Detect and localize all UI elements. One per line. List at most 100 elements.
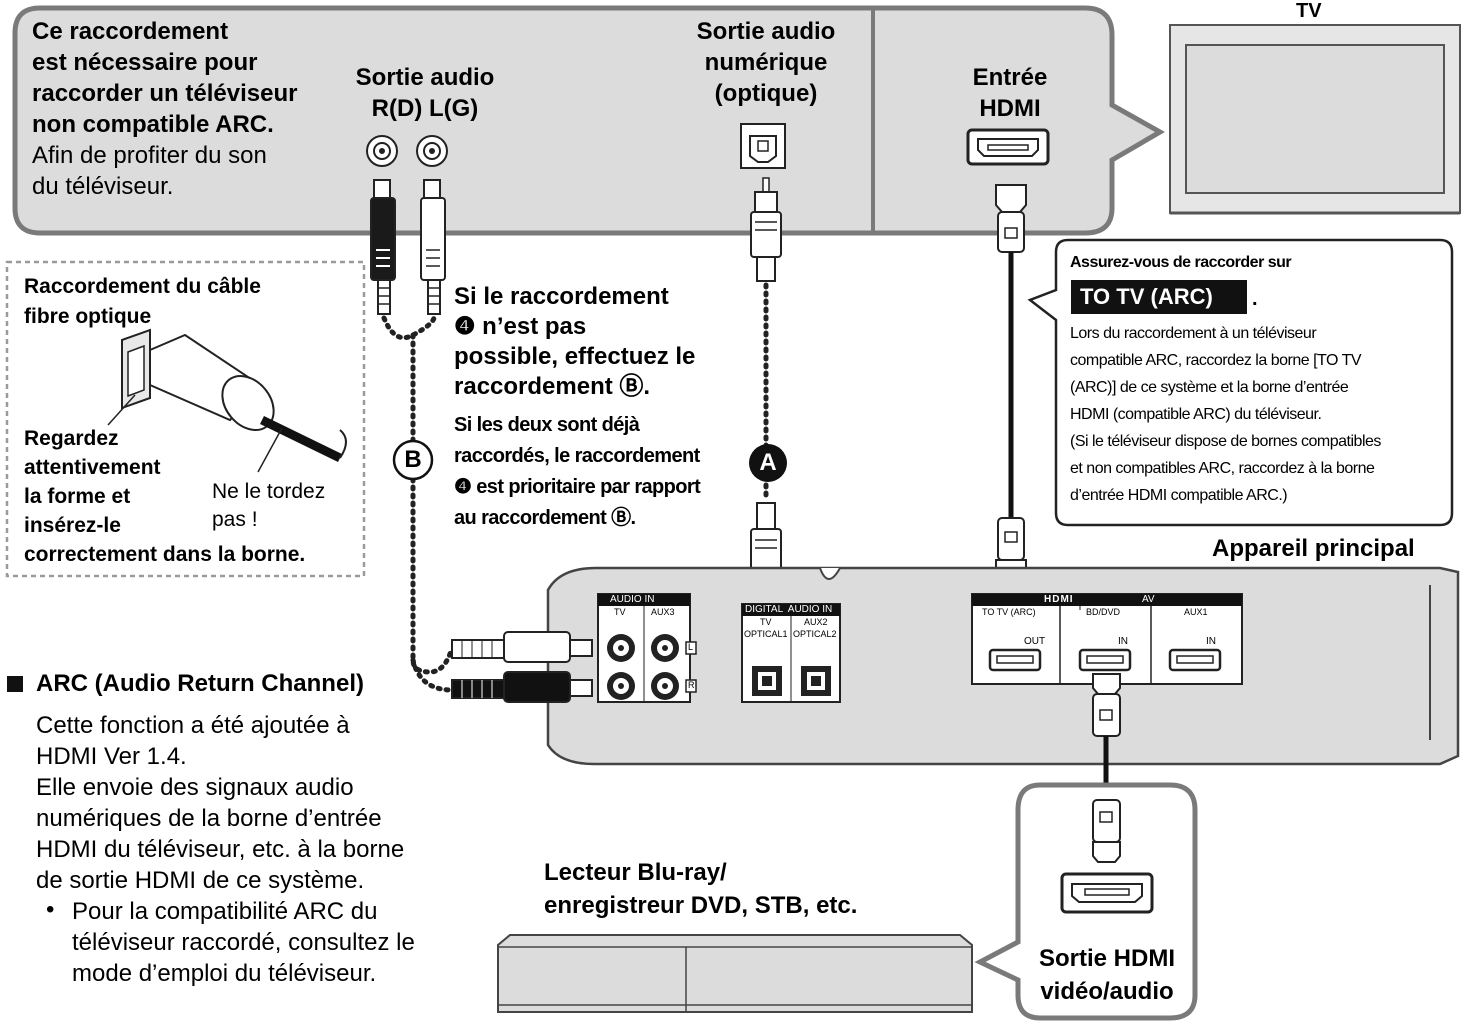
optical-plug-top	[750, 177, 782, 282]
priority-bold: Si le raccordement ❹ n’est pas possible,…	[454, 282, 695, 402]
optical2-label: OPTICAL2	[793, 629, 837, 639]
cable-b-dotted	[381, 315, 455, 693]
digital-aux2-label: AUX2	[804, 617, 828, 627]
arc-need-line-3: raccorder un téléviseur	[32, 80, 298, 107]
hdmi-av-label: AV	[1142, 594, 1155, 605]
arc-need-line-2: est nécessaire pour	[32, 49, 258, 76]
arc-note-line-3: (ARC)] de ce système et la borne d’entré…	[1070, 379, 1349, 396]
tv-label: TV	[1296, 0, 1322, 22]
hdmi-plug-tv-side	[995, 184, 1027, 253]
arc-section-line-6: de sortie HDMI de ce système.	[36, 867, 365, 894]
arc-section-line-2: HDMI Ver 1.4.	[36, 743, 187, 770]
channel-r-label: R	[688, 680, 695, 690]
fiber-look-1: Regardez	[24, 427, 119, 450]
player-hdmi-port	[1060, 872, 1154, 914]
main-unit-label: Appareil principal	[1212, 535, 1415, 562]
optical-out-line-1: Sortie audio	[696, 18, 836, 45]
optical1-label: OPTICAL1	[744, 629, 788, 639]
arc-section-line-1: Cette fonction a été ajoutée à	[36, 712, 350, 739]
arc-bullet-line-2: téléviseur raccordé, consultez le	[72, 929, 415, 956]
fiber-look-5: correctement dans la borne.	[24, 543, 306, 566]
audio-out-label: Sortie audio R(D) L(G)	[330, 62, 520, 124]
arc-note-line-4: HDMI (compatible ARC) du téléviseur.	[1070, 406, 1322, 423]
audio-in-tv-label: TV	[614, 607, 626, 617]
tv-rca-jacks	[366, 135, 448, 167]
arc-note-line-7: d’entrée HDMI compatible ARC.)	[1070, 487, 1288, 504]
digital-tv-label: TV	[760, 617, 772, 627]
fiber-look: Regardez attentivement la forme et insér…	[24, 424, 305, 569]
marker-a-label: A	[759, 449, 777, 476]
player-hdmi-out-2: vidéo/audio	[1040, 978, 1174, 1005]
priority-cond-4: au raccordement Ⓑ.	[454, 507, 636, 529]
hdmi-in-line-2: HDMI	[979, 95, 1041, 122]
optical-out-line-2: numérique	[704, 49, 828, 76]
rca-plug-black	[370, 179, 396, 315]
arc-need-sub-2: du téléviseur.	[32, 173, 174, 200]
hdmi-plug-bd-top	[1092, 673, 1121, 737]
fiber-twist-1: Ne le tordez	[212, 480, 326, 503]
arc-note-line-1: Lors du raccordement à un téléviseur	[1070, 325, 1317, 342]
fiber-twist-2: pas !	[212, 508, 258, 531]
rca-plug-white	[420, 179, 446, 315]
arc-need-sub-1: Afin de profiter du son	[32, 142, 267, 169]
marker-b	[392, 439, 434, 481]
audio-out-line-1: Sortie audio	[355, 64, 495, 91]
arc-section-line-4: numériques de la borne d’entrée	[36, 805, 382, 832]
to-tv-arc-label: TO TV (ARC)	[982, 607, 1036, 617]
arc-badge-suffix: .	[1252, 288, 1258, 310]
arc-note-line-2: compatible ARC, raccordez la borne [TO T…	[1070, 352, 1362, 369]
hdmi-in-line-1: Entrée	[972, 64, 1048, 91]
tv-set	[1169, 24, 1461, 215]
priority-cond-3: ❹ est prioritaire par rapport	[454, 476, 701, 498]
fiber-look-2: attentivement	[24, 456, 161, 479]
arc-need-line-1: Ce raccordement	[32, 18, 229, 45]
priority-cond-1: Si les deux sont déjà	[454, 414, 640, 436]
arc-bullet-line-3: mode d’emploi du téléviseur.	[72, 960, 377, 987]
fiber-illustration	[107, 328, 347, 473]
arc-need-line-4: non compatible ARC.	[32, 111, 274, 138]
arc-section-body: Cette fonction a été ajoutée à HDMI Ver …	[36, 710, 404, 896]
fiber-box	[5, 260, 366, 578]
arc-bullet-line-1: Pour la compatibilité ARC du	[72, 898, 378, 925]
hdmi-plug-bd-bottom	[1092, 799, 1121, 863]
fiber-look-4: insérez-le	[24, 514, 121, 537]
fiber-look-3: la forme et	[24, 485, 131, 508]
arc-section-line-5: HDMI du téléviseur, etc. à la borne	[36, 836, 405, 863]
fiber-title-1: Raccordement du câble	[24, 275, 261, 298]
digital-audio-in-label: DIGITAL AUDIO IN	[745, 604, 833, 615]
arc-section-line-3: Elle envoie des signaux audio	[36, 774, 354, 801]
priority-cond: Si les deux sont déjà raccordés, le racc…	[454, 410, 701, 534]
marker-b-label: B	[404, 446, 422, 473]
in-label-aux1: IN	[1206, 636, 1216, 647]
priority-bold-3: possible, effectuez le	[454, 343, 696, 370]
arc-note-body: Lors du raccordement à un téléviseur com…	[1070, 320, 1381, 509]
heading-bullet	[7, 676, 23, 692]
bullet-dot: •	[46, 896, 55, 923]
arc-badge: TO TV (ARC)	[1080, 284, 1213, 309]
tv-optical-port	[740, 123, 786, 169]
arc-badge-bg	[1071, 280, 1247, 314]
bluray-player	[497, 934, 973, 1013]
hdmi-av-panel	[971, 593, 1243, 685]
priority-bold-2: ❹ n’est pas	[454, 313, 587, 340]
optical-out-line-3: (optique)	[714, 80, 818, 107]
priority-bold-4: raccordement Ⓑ.	[454, 373, 651, 400]
channel-l-label: L	[688, 642, 694, 652]
priority-bold-1: Si le raccordement	[454, 283, 669, 310]
player-label-2: enregistreur DVD, STB, etc.	[544, 892, 858, 919]
rca-plug-black-unit	[451, 671, 593, 703]
marker-a	[749, 444, 787, 482]
fiber-title-2: fibre optique	[24, 305, 152, 328]
player-hdmi-out-label: Sortie HDMI vidéo/audio	[1020, 942, 1194, 1008]
player-label: Lecteur Blu-ray/ enregistreur DVD, STB, …	[544, 856, 857, 922]
arc-section-bullet: Pour la compatibilité ARC du téléviseur …	[72, 896, 415, 989]
audio-in-aux3-label: AUX3	[651, 607, 675, 617]
arc-note-line-6: et non compatibles ARC, raccordez à la b…	[1070, 460, 1375, 477]
fiber-title: Raccordement du câble fibre optique	[24, 272, 261, 332]
digital-audio-in-panel	[741, 603, 841, 703]
arc-note-title: Assurez-vous de raccorder sur	[1070, 254, 1292, 271]
arc-note-line-5: (Si le téléviseur dispose de bornes comp…	[1070, 433, 1381, 450]
out-label: OUT	[1024, 636, 1046, 647]
hdmi-in-label: Entrée HDMI	[930, 62, 1090, 124]
